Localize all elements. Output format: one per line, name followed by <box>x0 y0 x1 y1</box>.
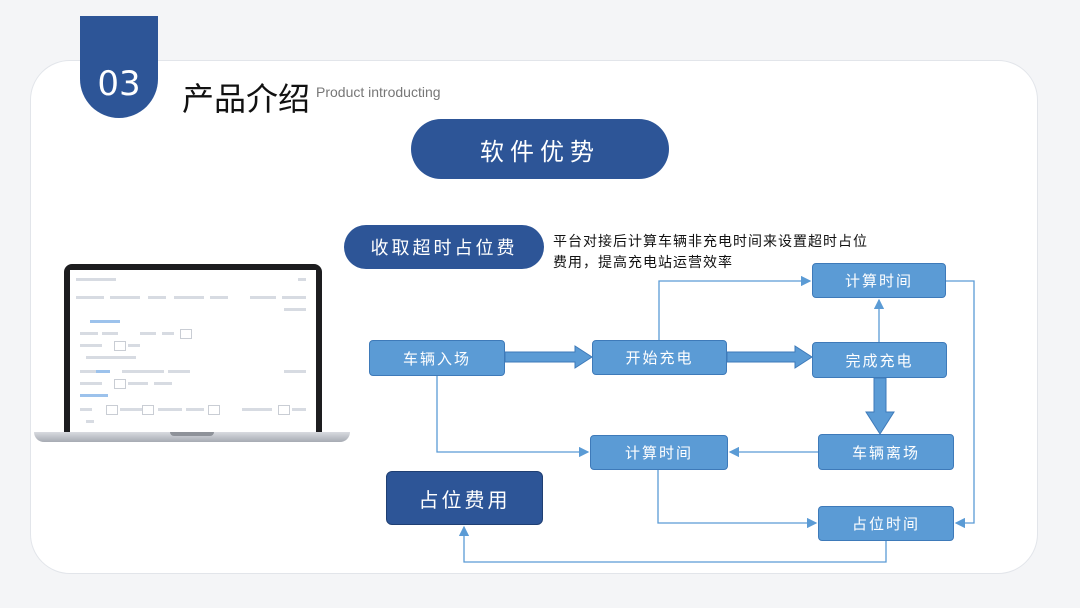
node-occupy-time: 占位时间 <box>818 506 954 541</box>
line-calc-top-to-occupy <box>946 280 975 529</box>
laptop-lid <box>64 264 322 434</box>
node-start-charge-label: 开始充电 <box>625 349 694 367</box>
section-number: 03 <box>97 64 141 104</box>
thick-arrow-start-to-finish <box>726 345 813 369</box>
page-subtitle: Product introducting <box>316 84 441 100</box>
node-finish-charge-label: 完成充电 <box>845 351 914 370</box>
node-finish-charge: 完成充电 <box>812 342 947 378</box>
node-start-charge: 开始充电 <box>592 340 727 375</box>
node-occupy-time-label: 占位时间 <box>851 515 920 533</box>
thick-arrow-finish-to-leave <box>865 377 895 435</box>
feature-pill: 收取超时占位费 <box>344 225 544 269</box>
line-enter-to-calc-mid <box>436 376 590 458</box>
feature-description: 平台对接后计算车辆非充电时间来设置超时占位 费用，提高充电站运营效率 <box>553 232 893 274</box>
node-calc-time-mid: 计算时间 <box>590 435 728 470</box>
node-vehicle-leave-label: 车辆离场 <box>851 443 920 462</box>
line-start-to-calc-top <box>658 275 812 340</box>
laptop-illustration <box>34 264 350 446</box>
heading-label: 软件优势 <box>480 137 600 166</box>
node-calc-time-top: 计算时间 <box>812 263 946 298</box>
description-line-2: 费用，提高充电站运营效率 <box>553 255 733 271</box>
node-vehicle-leave: 车辆离场 <box>818 434 954 470</box>
laptop-notch <box>170 432 214 436</box>
feature-label: 收取超时占位费 <box>370 238 518 259</box>
description-line-1: 平台对接后计算车辆非充电时间来设置超时占位 <box>553 234 868 250</box>
heading-pill: 软件优势 <box>411 119 669 179</box>
node-calc-time-top-label: 计算时间 <box>844 272 913 290</box>
page-title: 产品介绍 <box>182 80 311 118</box>
laptop-screen <box>70 270 316 434</box>
section-number-tab: 03 <box>80 16 158 118</box>
line-occupy-to-fee <box>458 525 887 563</box>
node-occupy-fee-label: 占位费用 <box>418 487 511 512</box>
node-vehicle-enter: 车辆入场 <box>369 340 505 376</box>
node-calc-time-mid-label: 计算时间 <box>624 444 693 462</box>
node-vehicle-enter-label: 车辆入场 <box>402 349 471 368</box>
node-occupy-fee: 占位费用 <box>386 471 543 525</box>
laptop-base <box>34 432 350 442</box>
line-calc-mid-to-occupy <box>657 470 818 529</box>
thick-arrow-enter-to-start <box>504 345 593 369</box>
